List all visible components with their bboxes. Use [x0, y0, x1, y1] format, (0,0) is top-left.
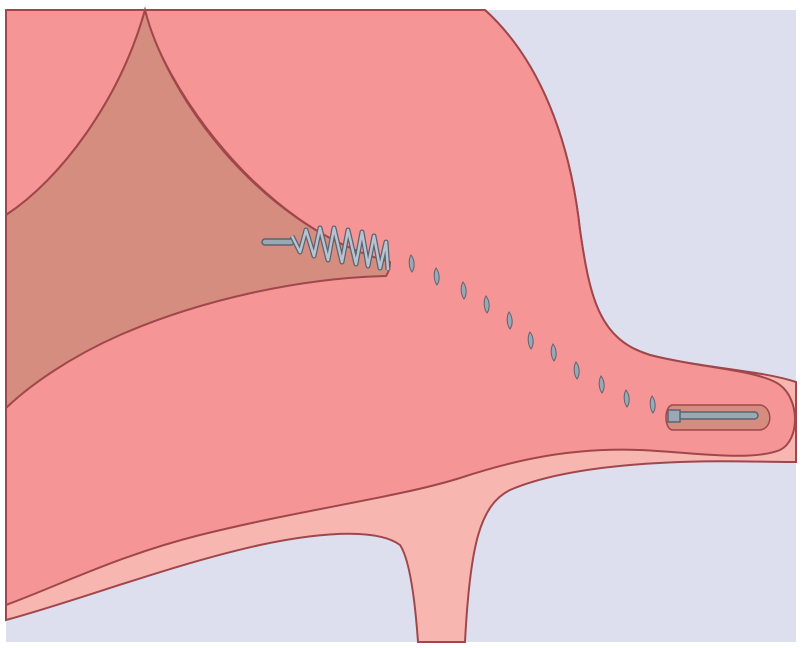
coil-stem [262, 239, 294, 245]
sheath-tip [668, 410, 680, 422]
sheath-tube [678, 412, 758, 419]
